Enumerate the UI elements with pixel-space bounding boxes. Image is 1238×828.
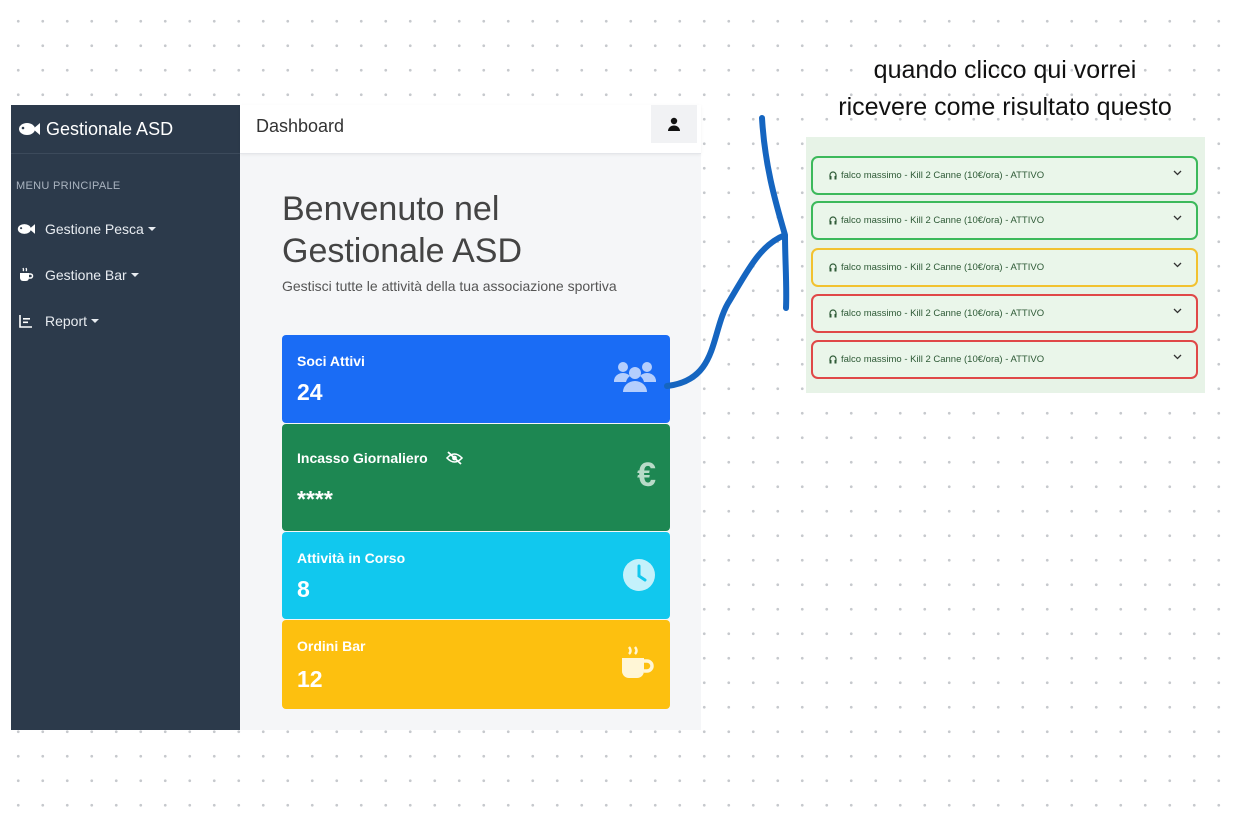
result-item-text: falco massimo - Kill 2 Canne (10€/ora) -… [841,354,1045,365]
chevron-down-icon [1173,262,1182,268]
annotation-line2: ricevere come risultato questo [838,93,1172,121]
eye-slash-icon[interactable] [445,451,463,465]
welcome-subtitle: Gestisci tutte le attività della tua ass… [282,278,617,294]
annotation-note: quando clicco qui vorrei ricevere come r… [800,52,1210,126]
card-value: 12 [297,666,323,692]
card-label-text: Incasso Giornaliero [297,450,428,466]
nav-gestione-bar[interactable]: Gestione Bar [11,252,240,298]
nav-label: Gestione Bar [45,267,127,283]
coffee-icon [17,267,35,283]
welcome-title-line1: Benvenuto nel [282,190,500,228]
card-label: Soci Attivi [297,353,365,369]
card-value: **** [297,486,333,512]
card-value: 24 [297,379,323,405]
card-label: Ordini Bar [297,638,366,654]
caret-down-icon [91,319,100,323]
clock-icon [623,559,655,591]
headphones-icon [829,355,837,364]
brand[interactable]: Gestionale ASD [11,105,240,154]
app-window: Gestionale ASD MENU PRINCIPALE Gestione … [11,105,701,730]
nav-label: Gestione Pesca [45,221,144,237]
result-item-text: falco massimo - Kill 2 Canne (10€/ora) -… [841,215,1045,226]
result-item[interactable]: falco massimo - Kill 2 Canne (10€/ora) -… [811,248,1198,287]
result-item[interactable]: falco massimo - Kill 2 Canne (10€/ora) -… [811,294,1198,333]
coffee-icon [622,646,654,678]
user-icon [668,117,680,131]
result-preview: falco massimo - Kill 2 Canne (10€/ora) -… [806,137,1205,393]
nav-label: Report [45,313,88,329]
card-incasso-giornaliero[interactable]: Incasso Giornaliero **** € [282,424,670,531]
top-bar: Dashboard [240,105,701,154]
card-value: 8 [297,576,310,602]
menu-section-title: MENU PRINCIPALE [16,180,121,192]
brand-name: Gestionale ASD [46,118,174,139]
chevron-down-icon [1173,170,1182,176]
card-attivita-in-corso[interactable]: Attività in Corso 8 [282,532,670,619]
result-item-text: falco massimo - Kill 2 Canne (10€/ora) -… [841,170,1045,181]
annotation-arrow-line [664,115,790,389]
annotation-line1: quando clicco qui vorrei [873,56,1137,84]
chart-icon [17,313,35,329]
headphones-icon [829,171,837,180]
result-item[interactable]: falco massimo - Kill 2 Canne (10€/ora) -… [811,340,1198,379]
result-item-text: falco massimo - Kill 2 Canne (10€/ora) -… [841,308,1045,319]
chevron-down-icon [1173,215,1182,221]
result-item-text: falco massimo - Kill 2 Canne (10€/ora) -… [841,262,1045,273]
fish-icon [17,221,35,237]
headphones-icon [829,309,837,318]
caret-down-icon [130,273,139,277]
fish-icon [19,123,40,135]
card-label: Incasso Giornaliero [297,450,463,466]
headphones-icon [829,263,837,272]
nav-gestione-pesca[interactable]: Gestione Pesca [11,206,240,252]
caret-down-icon [147,227,156,231]
user-menu-button[interactable] [651,105,697,143]
result-item[interactable]: falco massimo - Kill 2 Canne (10€/ora) -… [811,201,1198,240]
card-soci-attivi[interactable]: Soci Attivi 24 [282,335,670,423]
card-label: Attività in Corso [297,550,406,566]
card-ordini-bar[interactable]: Ordini Bar 12 [282,620,670,709]
euro-icon: € [637,456,656,494]
result-item[interactable]: falco massimo - Kill 2 Canne (10€/ora) -… [811,156,1198,195]
sidebar: Gestionale ASD MENU PRINCIPALE Gestione … [11,105,240,730]
page-title: Dashboard [256,116,345,136]
headphones-icon [829,216,837,225]
chevron-down-icon [1173,354,1182,360]
welcome-title-line2: Gestionale ASD [282,232,523,270]
chevron-down-icon [1173,308,1182,314]
users-icon [614,362,656,392]
nav-report[interactable]: Report [11,298,240,344]
